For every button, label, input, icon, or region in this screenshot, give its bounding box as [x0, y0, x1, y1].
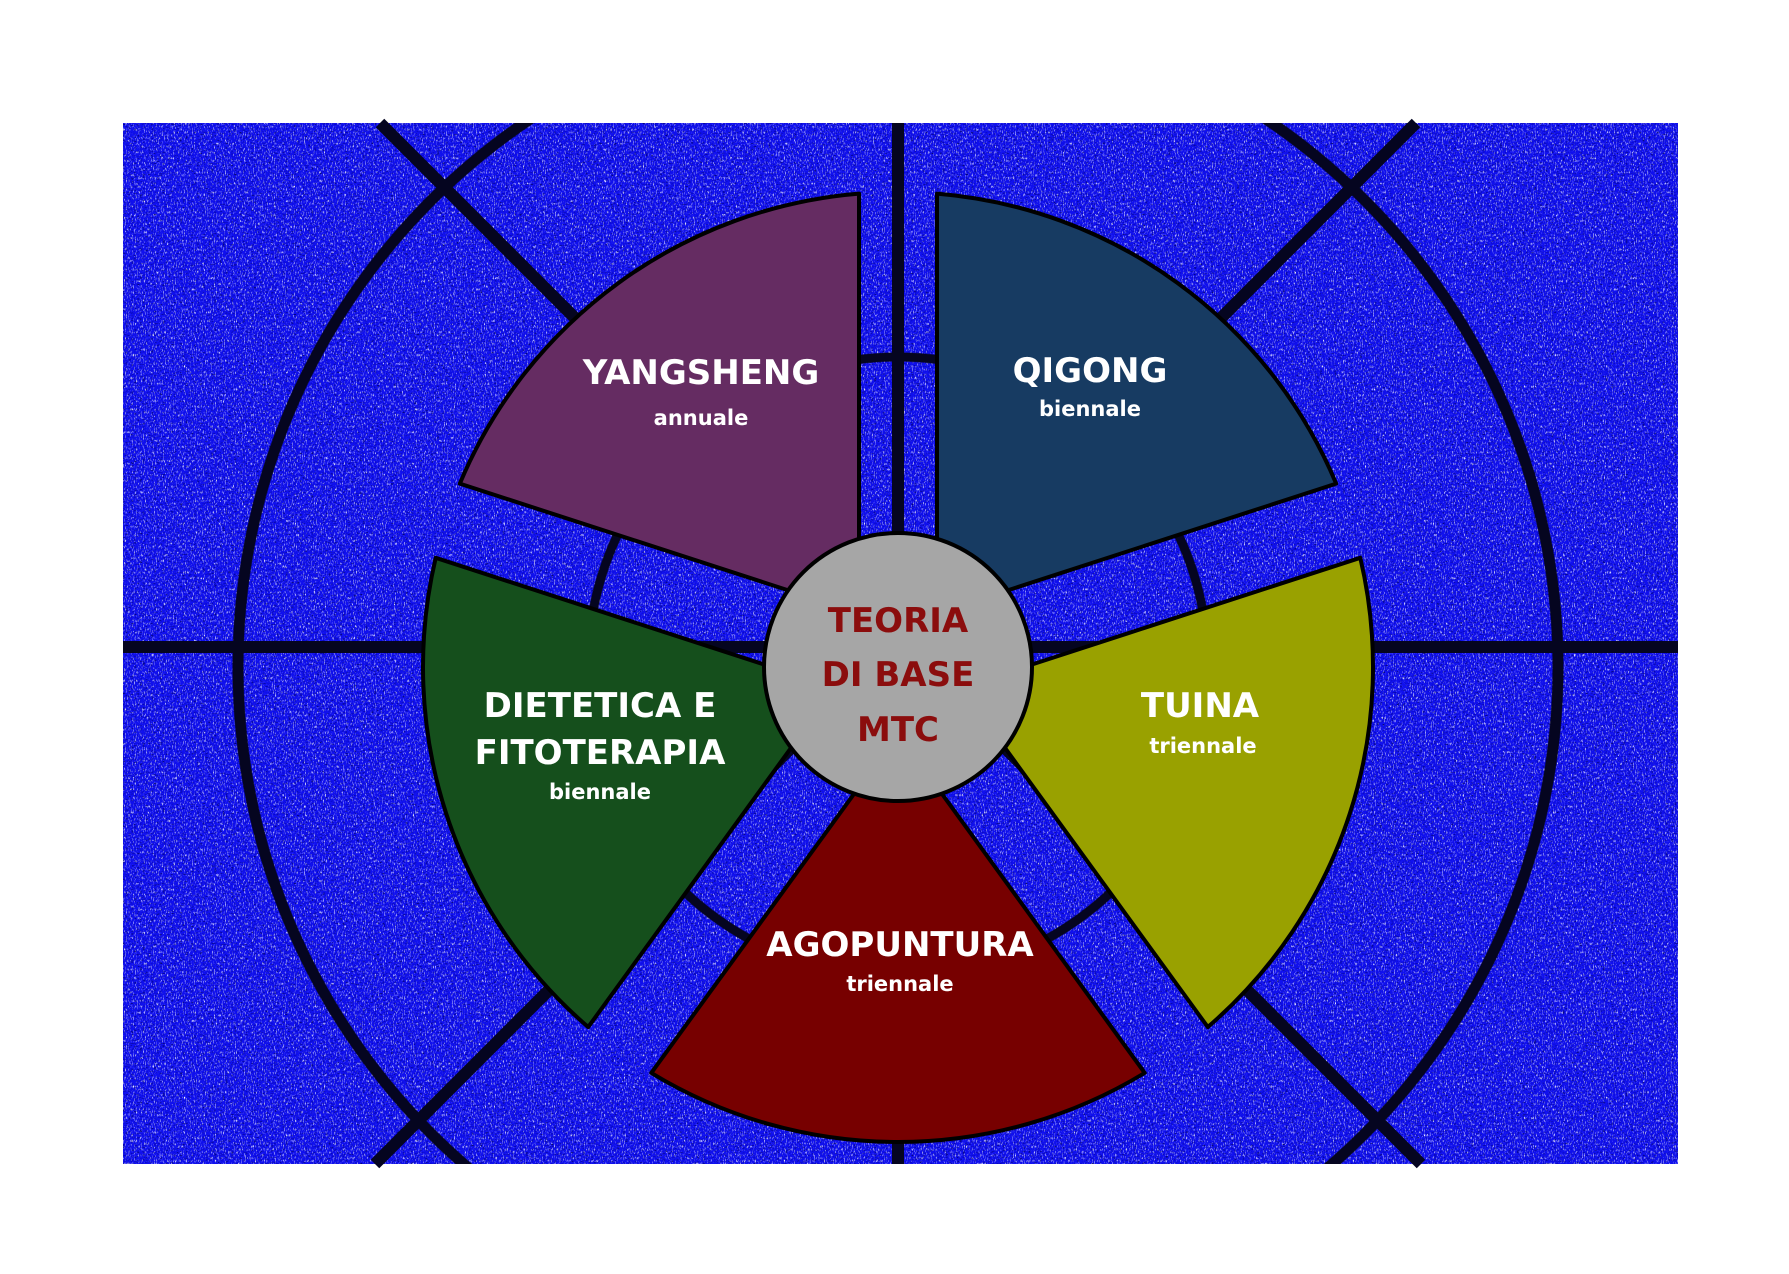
dietetica-title-line-2: FITOTERAPIA	[475, 733, 726, 773]
sector-tuina	[968, 555, 1375, 1030]
center-disc	[762, 531, 1034, 803]
sector-qigong	[935, 191, 1339, 611]
sector-ring	[421, 191, 1375, 1144]
sector-yangsheng	[457, 191, 861, 611]
dietetica-duration: biennale	[549, 780, 651, 804]
center-line-2: DI BASE	[822, 655, 975, 695]
agopuntura-title: AGOPUNTURA	[766, 925, 1034, 965]
yangsheng-title: YANGSHENG	[582, 353, 820, 393]
agopuntura-duration: triennale	[846, 972, 953, 996]
sector-labels: QIGONG biennale TUINA triennale AGOPUNTU…	[475, 351, 1260, 996]
sector-dietetica	[421, 555, 828, 1030]
dietetica-title-line-1: DIETETICA E	[484, 686, 717, 726]
center-line-1: TEORIA	[828, 601, 969, 641]
center-circle: TEORIA DI BASE MTC	[762, 531, 1034, 803]
qigong-duration: biennale	[1039, 397, 1141, 421]
qigong-title: QIGONG	[1013, 351, 1168, 391]
sector-agopuntura	[649, 744, 1147, 1144]
yangsheng-duration: annuale	[654, 406, 749, 430]
tuina-title: TUINA	[1141, 686, 1260, 726]
tuina-duration: triennale	[1149, 734, 1256, 758]
center-line-3: MTC	[857, 710, 939, 750]
